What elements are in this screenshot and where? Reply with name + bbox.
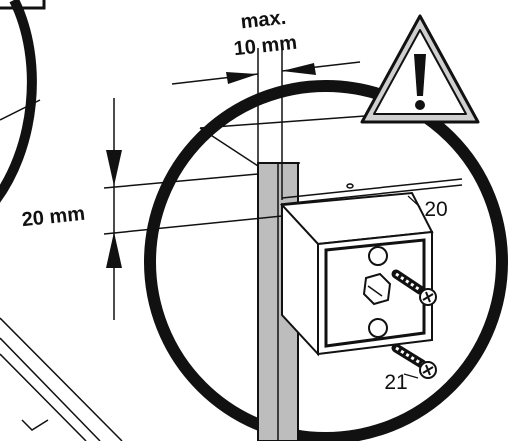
part-number-20: 20 — [424, 198, 447, 221]
hex-socket — [362, 272, 392, 306]
height-value-label: 20 mm — [21, 203, 86, 232]
rail — [281, 178, 463, 205]
max-label: max. — [240, 7, 288, 34]
previous-detail-circle — [0, 0, 37, 203]
width-value-label: 10 mm — [233, 32, 298, 61]
lower-hole — [368, 318, 388, 338]
mounting-block — [279, 191, 434, 357]
previous-detail-corner — [0, 0, 46, 10]
warning-triangle-icon — [360, 14, 480, 124]
height-dimension — [103, 98, 283, 320]
detail-circle — [144, 80, 508, 441]
panel-edge-lines — [0, 99, 123, 441]
block-holes — [362, 246, 392, 338]
screw-20 — [391, 269, 437, 306]
upper-hole — [368, 246, 388, 266]
screw-21 — [391, 343, 437, 379]
width-dimension — [171, 48, 361, 200]
part-leaders — [403, 195, 421, 379]
part-number-21: 21 — [384, 371, 407, 394]
